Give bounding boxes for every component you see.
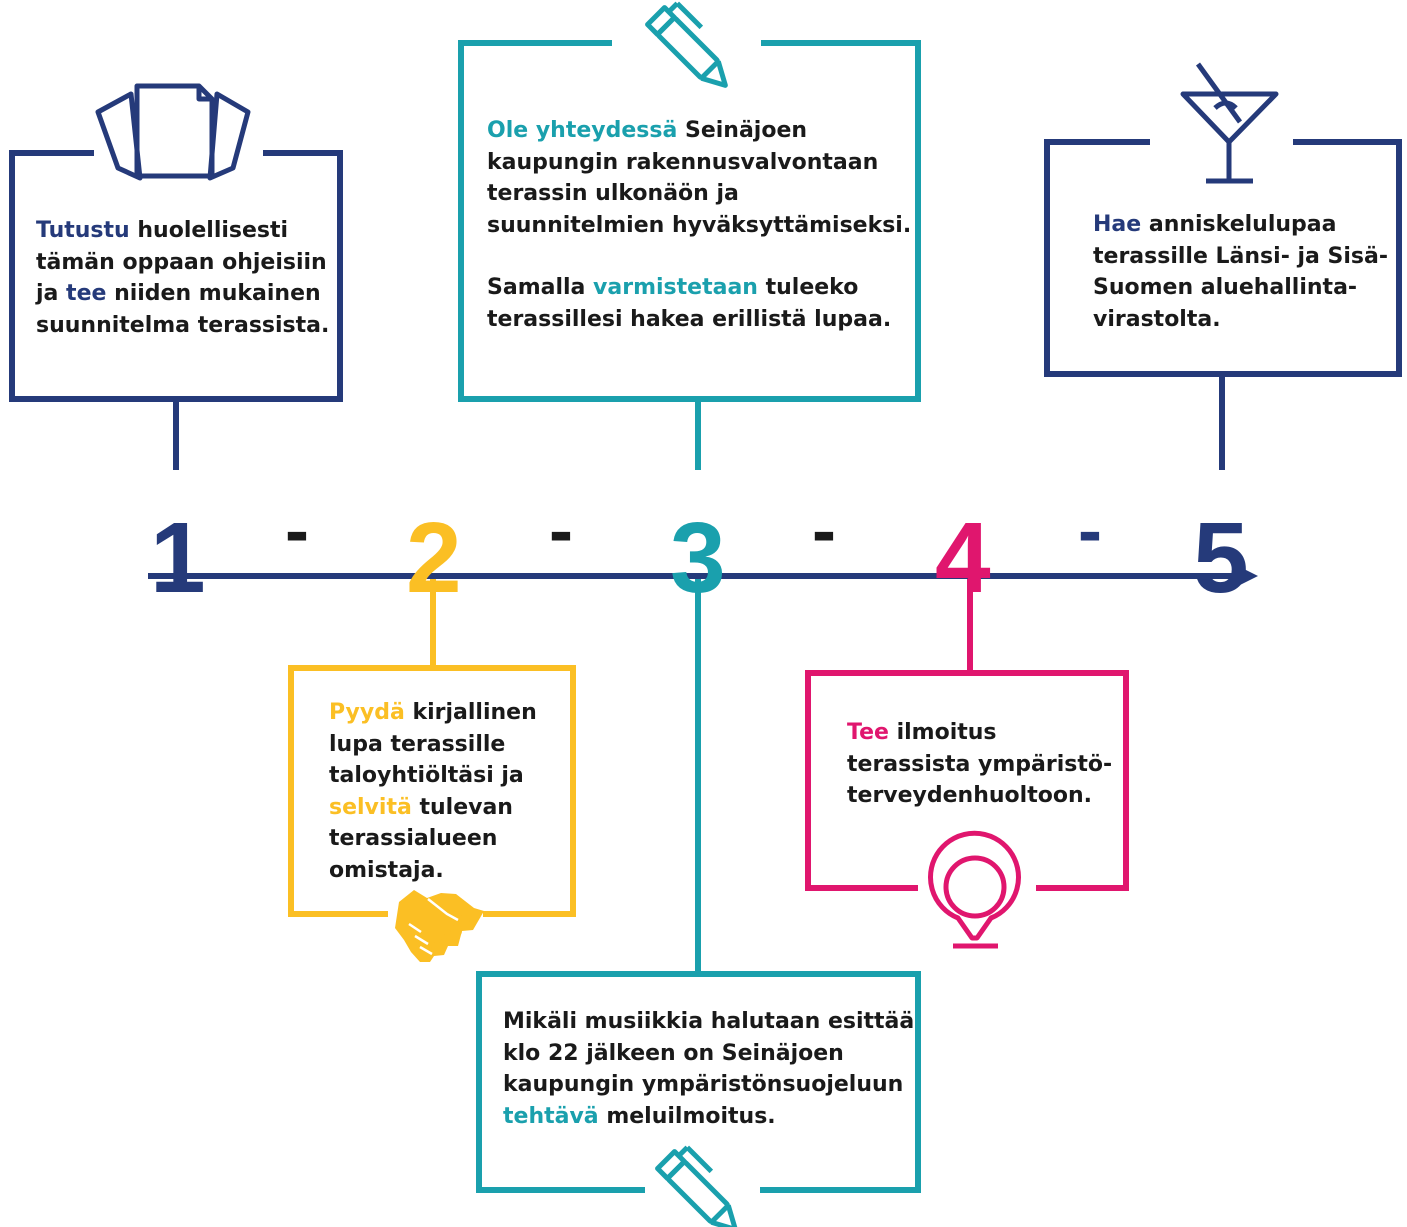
text-span: terassille Länsi- ja Sisä- [1093, 243, 1388, 269]
box-step-3 [458, 40, 921, 470]
handshake-icon [395, 890, 484, 962]
step-number-1: 1 [150, 502, 206, 614]
text-line: suunnitelma terassista. [36, 310, 329, 342]
separator-dash: - [812, 491, 836, 571]
box-extra [476, 579, 921, 1193]
separator-dash: - [1078, 491, 1102, 571]
text-span: ja [36, 281, 67, 306]
highlight-word: tee [66, 281, 107, 306]
text-span: omistaja. [329, 857, 444, 883]
text-line: omistaja. [329, 855, 537, 887]
highlight-word: Tee [847, 720, 889, 745]
text-span: tulevan [411, 794, 513, 820]
text-line: terveydenhuoltoon. [847, 780, 1112, 812]
text-span: Suomen aluehallinta- [1093, 275, 1358, 300]
text-line: terassista ympäristö- [847, 749, 1112, 781]
text-line: tehtävä meluilmoitus. [503, 1101, 914, 1133]
text-line: selvitä tulevan [329, 792, 537, 824]
text-line: kaupungin rakennusvalvontaan [487, 147, 911, 179]
text-line: terassillesi hakea erillistä lupaa. [487, 304, 911, 336]
text-span: terveydenhuoltoon. [847, 783, 1092, 808]
text-line: ja tee niiden mukainen [36, 278, 329, 310]
separator-dash: - [549, 491, 573, 571]
step-number-4: 4 [935, 502, 991, 614]
text-span: ilmoitus [888, 720, 997, 745]
text-line: klo 22 jälkeen on Seinäjoen [503, 1038, 914, 1070]
text-span: klo 22 jälkeen on Seinäjoen [503, 1040, 844, 1066]
text-line: Tutustu huolellisesti [36, 215, 329, 247]
text-span: lupa terassille [329, 731, 506, 757]
speech-bubble-icon [928, 830, 1021, 949]
box-step-2 [288, 579, 576, 917]
paragraph-gap [487, 241, 911, 272]
text-span: huolellisesti [129, 218, 289, 243]
text-line: taloyhtiöltäsi ja [329, 760, 537, 792]
pen-icon [645, 1, 728, 88]
step-number-5: 5 [1193, 502, 1249, 614]
text-span: terassillesi hakea erillistä lupaa. [487, 306, 892, 332]
text-span: Samalla [487, 275, 594, 300]
highlight-word: Tutustu [36, 218, 130, 243]
highlight-word: Hae [1093, 212, 1142, 237]
text-span: terassin ulkonäön ja [487, 181, 739, 206]
text-span: terassialueen [329, 826, 498, 851]
timeline-arrowhead [1234, 564, 1258, 588]
text-span: taloyhtiöltäsi ja [329, 763, 524, 788]
box-step-4 [805, 579, 1129, 891]
text-line: tämän oppaan ohjeisiin [36, 247, 329, 279]
text-line: Hae anniskelulupaa [1093, 209, 1388, 241]
text-line: lupa terassille [329, 729, 537, 761]
text-line: terassille Länsi- ja Sisä- [1093, 241, 1388, 273]
text-line: Suomen aluehallinta- [1093, 272, 1388, 304]
text-span: kaupungin ympäristönsuojeluun [503, 1072, 904, 1097]
text-line: suunnitelmien hyväksyttämiseksi. [487, 210, 911, 242]
text-span: suunnitelma terassista. [36, 312, 330, 338]
text-line: Mikäli musiikkia halutaan esittää [503, 1006, 914, 1038]
pen-icon-bottom [655, 1145, 738, 1227]
text-span: virastolta. [1093, 306, 1221, 332]
text-span: kaupungin rakennusvalvontaan [487, 149, 879, 175]
text-span: suunnitelmien hyväksyttämiseksi. [487, 212, 912, 238]
text-line: Ole yhteydessä Seinäjoen [487, 115, 911, 147]
text-span: niiden mukainen [106, 281, 321, 306]
text-span: Mikäli musiikkia halutaan esittää [503, 1009, 915, 1034]
text-line: Samalla varmistetaan tuleeko [487, 272, 911, 304]
text-line: Pyydä kirjallinen [329, 697, 537, 729]
text-span: anniskelulupaa [1141, 212, 1337, 237]
extra-box-text: Mikäli musiikkia halutaan esittää klo 22 … [503, 1006, 914, 1132]
highlight-word: Ole yhteydessä [487, 118, 678, 143]
cocktail-glass-icon [1180, 62, 1279, 184]
box-step-5 [1044, 139, 1402, 470]
text-line: terassin ulkonäön ja [487, 178, 911, 210]
highlight-word: selvitä [329, 794, 412, 820]
text-span: terassista ympäristö- [847, 751, 1113, 777]
text-line: kaupungin ympäristönsuojeluun [503, 1069, 914, 1101]
text-span: Seinäjoen [677, 118, 808, 143]
text-line: virastolta. [1093, 304, 1388, 336]
text-span: kirjallinen [404, 700, 537, 725]
text-line: terassialueen [329, 823, 537, 855]
text-span: tuleeko [757, 275, 859, 300]
box-step-1 [9, 150, 343, 470]
highlight-word: Pyydä [329, 700, 405, 725]
highlight-word: tehtävä [503, 1103, 599, 1129]
text-span: tämän oppaan ohjeisiin [36, 249, 327, 275]
separator-dash: - [285, 491, 309, 571]
text-line: Tee ilmoitus [847, 717, 1112, 749]
text-span: meluilmoitus. [598, 1103, 776, 1129]
step-number-3: 3 [670, 502, 726, 614]
documents-icon [95, 83, 251, 181]
step-number-2: 2 [406, 502, 462, 614]
highlight-word: varmistetaan [593, 275, 758, 300]
